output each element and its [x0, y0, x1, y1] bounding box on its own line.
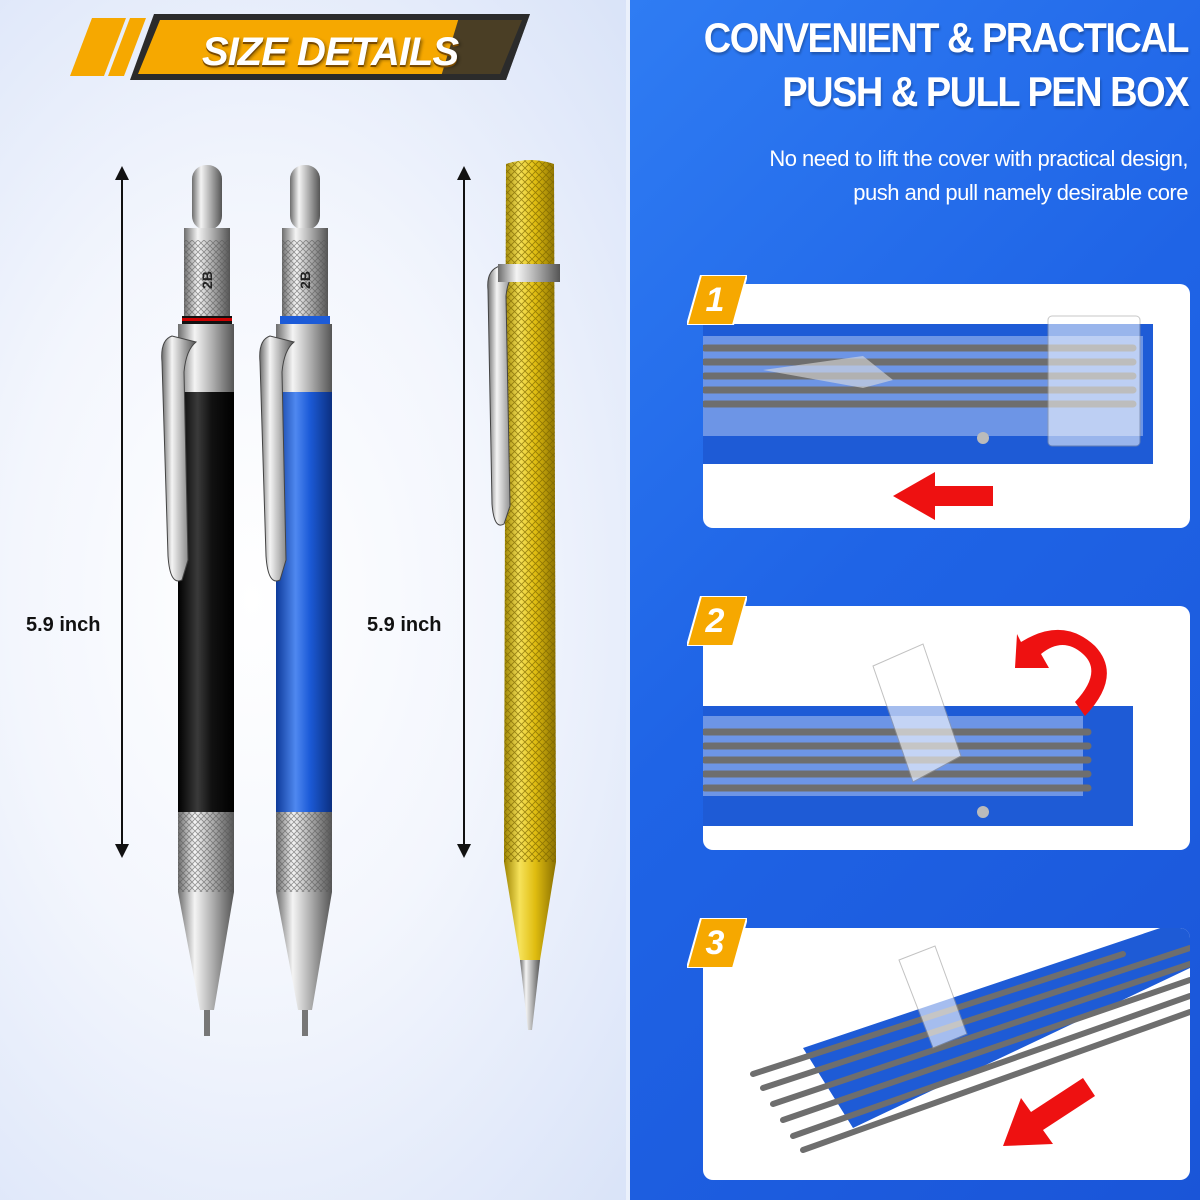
blue-mechanical-pencil: 2B — [259, 165, 332, 1036]
banner-shape — [70, 14, 530, 80]
pen-box-lid-lifting — [703, 629, 1133, 826]
step-card-1 — [703, 284, 1190, 528]
left-arrow-icon — [893, 472, 993, 520]
step-badge-3: 3 — [685, 917, 749, 969]
size-details-panel: SIZE DETAILS 5.9 inch 5.9 inch — [0, 0, 630, 1200]
pen-box-closed — [703, 315, 1153, 520]
dimension-label-left: 5.9 inch — [26, 614, 101, 636]
step-badge-2: 2 — [685, 595, 749, 647]
dimension-label-right: 5.9 inch — [367, 614, 442, 636]
panel-divider — [626, 0, 632, 1200]
subtitle-line2: push and pull namely desirable core — [853, 180, 1188, 205]
arrow-down-icon — [115, 844, 129, 858]
step-number-2: 2 — [705, 602, 725, 640]
black-mechanical-pencil: 2B — [161, 165, 234, 1036]
step-card-3 — [703, 928, 1190, 1180]
step-number-1: 1 — [705, 281, 725, 319]
pen-band-label: 2B — [199, 271, 215, 289]
title-line2: PUSH & PULL PEN BOX — [782, 69, 1189, 117]
step-badge-1: 1 — [685, 274, 749, 326]
subtitle-line1: No need to lift the cover with practical… — [769, 146, 1188, 171]
gold-scriber — [487, 160, 560, 1030]
pen-box-open-leads — [750, 928, 1190, 1153]
arrow-down-icon — [457, 844, 471, 858]
arrow-up-icon — [115, 166, 129, 180]
pens-illustration: 2B 2B — [161, 160, 560, 1036]
step-card-2 — [703, 606, 1190, 850]
pen-band-label: 2B — [297, 271, 313, 289]
step-number-3: 3 — [705, 924, 725, 962]
diagonal-arrow-icon — [1003, 1078, 1095, 1146]
banner-title: SIZE DETAILS — [202, 30, 459, 74]
arrow-up-icon — [457, 166, 471, 180]
curved-arrow-icon — [1015, 629, 1107, 716]
title-line1: CONVENIENT & PRACTICAL — [703, 15, 1190, 63]
size-details-banner: SIZE DETAILS — [70, 14, 530, 80]
